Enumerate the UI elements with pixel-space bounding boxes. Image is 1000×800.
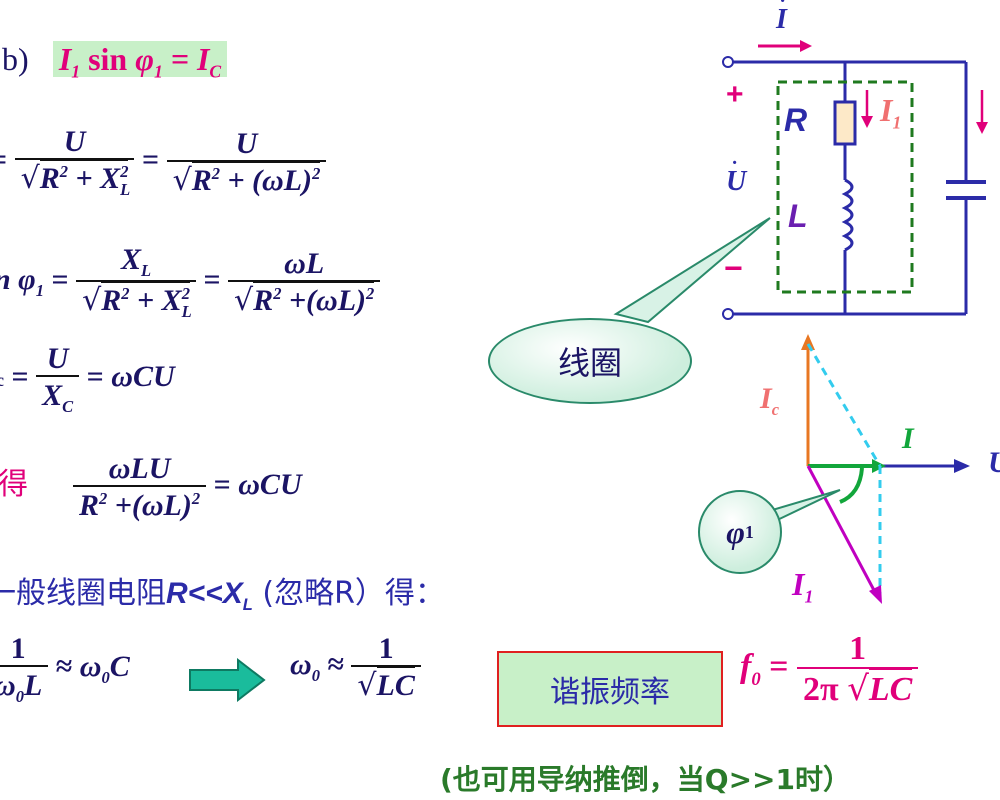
- branch-current-label: I1: [880, 92, 902, 133]
- implies-arrow: [189, 658, 266, 702]
- phasor-ic-label: Ic: [760, 382, 780, 419]
- note-condition-sub: L: [242, 596, 253, 614]
- equation-b-formula: I1 sin φ1 = IC: [52, 41, 228, 81]
- approximation-note: 一般线圈电阻R<<XL (忽略R）得：: [0, 568, 445, 615]
- coil-callout: 线圈: [488, 318, 692, 404]
- equation-omega0: ω0 ≈ 1 √LC: [290, 632, 421, 702]
- equation-ic: c = U XC = ωCU: [0, 342, 175, 416]
- top-terminal: [722, 56, 734, 68]
- resonance-text: 得: [0, 466, 28, 502]
- resonance-frequency-box: 谐振频率: [497, 651, 723, 727]
- equation-approx: 1 ω0L ≈ ω0C: [0, 632, 130, 706]
- equation-b-label: b): [2, 41, 29, 77]
- circuit-voltage-label: U·: [726, 152, 747, 197]
- inductor: [841, 178, 854, 252]
- equation-sin-phi: n φ1 = XL √R2 + XL2 = ωL √R2 +(ωL)2: [0, 243, 381, 321]
- footer-note: (也可用导纳推倒，当Q>>1时）: [440, 763, 852, 796]
- phasor-i1-label: I1: [792, 566, 814, 607]
- equation-f0: f0 = 1 2π √LC: [740, 630, 919, 709]
- note-condition: R<<X: [166, 577, 243, 610]
- circuit-plus-sign: +: [726, 78, 744, 111]
- circuit-minus-sign: −: [724, 250, 743, 286]
- circuit-diagram: [722, 40, 988, 320]
- phasor-u-label: U: [988, 446, 1000, 480]
- coil-box: [776, 80, 914, 294]
- phi-arc: [839, 467, 864, 504]
- resistor-label: R: [784, 102, 808, 138]
- note-prefix: 一般线圈电阻: [0, 576, 166, 611]
- phasor-diagram: [746, 334, 970, 604]
- resonance-frequency-label: 谐振频率: [550, 675, 670, 710]
- coil-callout-label: 线圈: [557, 344, 622, 382]
- coil-callout-pointer: [613, 217, 771, 324]
- phasor-i1: [806, 465, 878, 595]
- equation-b: b) I1 sin φ1 = IC: [2, 40, 228, 82]
- resistor: [833, 100, 857, 146]
- circuit-current-label: I·: [776, 0, 787, 35]
- phasor-i-label: I: [902, 422, 914, 455]
- equation-i1: = U √R2 + XL2 = U √R2 + (ωL)2: [0, 125, 327, 199]
- note-suffix: (忽略R）得：: [262, 576, 445, 611]
- phasor-dashed-diagonal: [806, 343, 882, 467]
- bottom-terminal: [722, 308, 734, 320]
- equation-resonance: 得 ωLU R2 +(ωL)2 = ωCU: [0, 452, 302, 522]
- inductor-label: L: [788, 198, 808, 234]
